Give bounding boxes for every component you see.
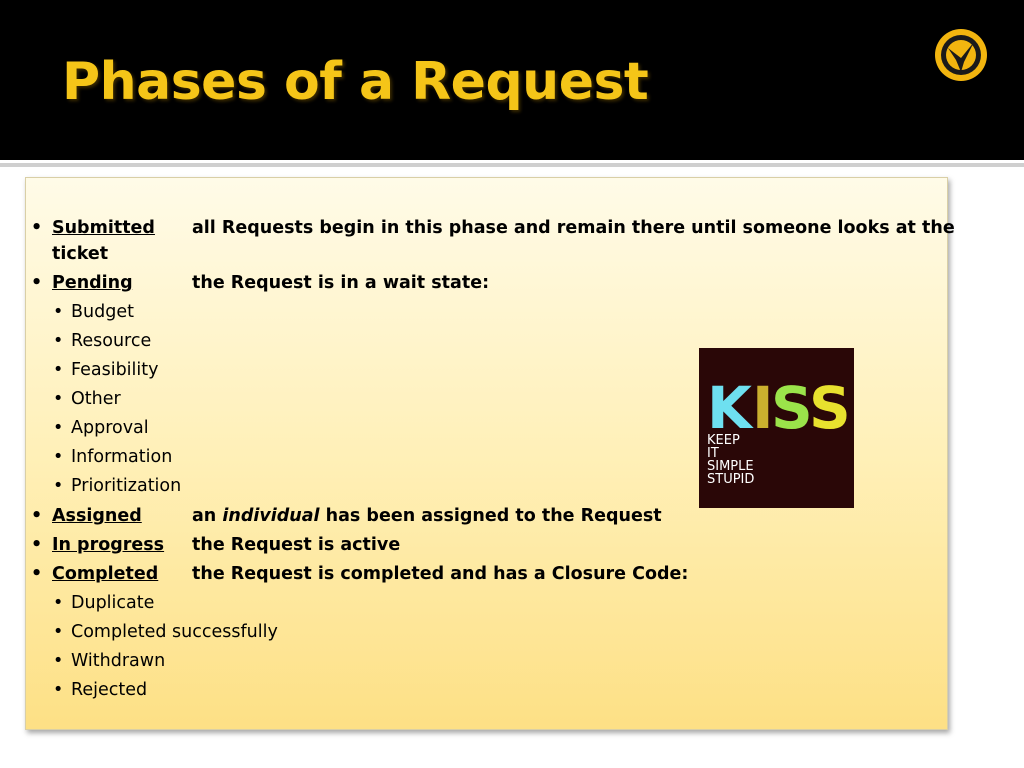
bullet: • [53,622,64,642]
desc-pre: an [192,506,223,526]
kiss-letter-s2: S [809,374,851,442]
phase-description: the Request is in a wait state: [192,273,490,293]
phase-description-cont: ticket [52,244,109,264]
phase-description: an individual has been assigned to the R… [192,506,662,526]
closure-code: Completed successfully [71,622,278,642]
pending-reason: Feasibility [71,360,159,380]
kiss-image: K I S S KEEP IT SIMPLE STUPID [699,348,854,508]
phase-description: the Request is active [192,535,401,555]
phase-description: all Requests begin in this phase and rem… [192,218,955,238]
pending-reason: Budget [71,302,134,322]
bullet: • [53,302,64,322]
closure-code: Withdrawn [71,651,166,671]
bullet: • [53,360,64,380]
kiss-letter-k: K [707,374,754,442]
closure-code: Rejected [71,680,148,700]
kiss-line-keep: KEEP [707,433,740,448]
pending-reason: Prioritization [71,476,182,496]
bullet: • [53,389,64,409]
bullet: • [31,218,43,238]
kiss-line-simple: SIMPLE [707,459,754,474]
bullet: • [53,680,64,700]
bullet: • [53,447,64,467]
desc-post: has been assigned to the Request [319,506,662,526]
bullet: • [31,273,43,293]
kiss-line-stupid: STUPID [707,472,754,487]
pending-reason: Resource [71,331,152,351]
kiss-letter-s1: S [771,374,813,442]
brand-logo-icon [935,29,987,81]
bullet: • [53,593,64,613]
desc-italic: individual [222,506,320,526]
phase-term: Assigned [52,506,142,526]
pending-reason: Approval [71,418,149,438]
header-divider [0,163,1024,167]
bullet: • [53,476,64,496]
kiss-line-it: IT [707,446,719,461]
phase-term: Completed [52,564,159,584]
bullet: • [31,535,43,555]
bullet: • [53,418,64,438]
bullet: • [53,651,64,671]
slide-header: Phases of a Request [0,0,1024,160]
slide-title: Phases of a Request [62,52,649,112]
phase-term: Submitted [52,218,155,238]
kiss-graphic: K I S S KEEP IT SIMPLE STUPID [707,374,851,487]
phase-description: the Request is completed and has a Closu… [192,564,689,584]
pending-reason: Other [71,389,121,409]
bullet: • [31,564,43,584]
phase-term: Pending [52,273,133,293]
kiss-letter-i: I [752,374,774,442]
phase-term: In progress [52,535,165,555]
bullet: • [31,506,43,526]
bullet: • [53,331,64,351]
pending-reason: Information [71,447,173,467]
closure-code: Duplicate [71,593,155,613]
